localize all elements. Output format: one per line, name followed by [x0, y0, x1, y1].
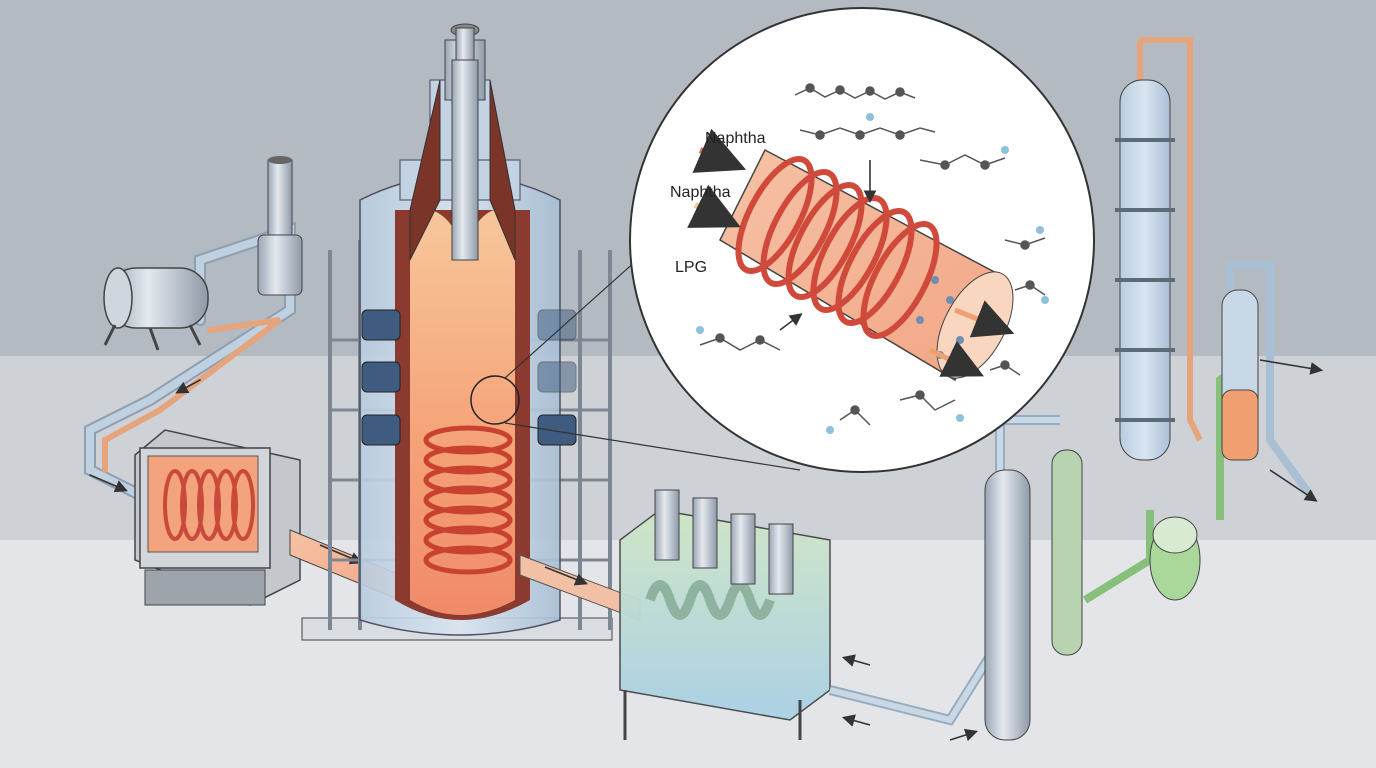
label-naphtha-2: Naphtha: [670, 184, 731, 201]
separation-columns: [984, 79, 1259, 741]
radiant-coil: [423, 425, 513, 575]
burners: [361, 309, 577, 446]
feed-pump: [103, 267, 209, 351]
coil-cross-section-inset: Naphtha Naphtha LPG: [629, 7, 1095, 473]
molecules: [699, 83, 1046, 426]
label-naphtha-1: Naphtha: [705, 130, 766, 147]
feed-pipes-left: [84, 221, 296, 506]
preheater-exchanger: [134, 429, 301, 606]
cracking-furnace: [301, 23, 801, 641]
feed-arrows: [687, 128, 1015, 377]
vent-stack: [257, 156, 303, 296]
label-lpg: LPG: [675, 259, 707, 276]
quench-exchanger: [619, 489, 831, 740]
